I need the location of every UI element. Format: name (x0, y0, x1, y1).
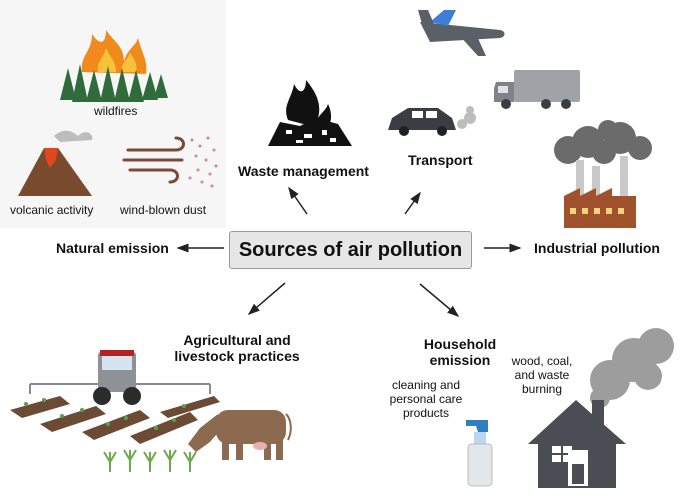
car-icon (388, 108, 456, 136)
label-wind-blown-dust: wind-blown dust (120, 203, 207, 217)
label-agricultural: Agricultural and livestock practices (168, 332, 306, 364)
fire-icon (81, 30, 147, 74)
label-waste-management: Waste management (238, 163, 369, 179)
arrow-transport (404, 191, 421, 215)
spray-bottle-icon (466, 420, 493, 487)
dust-particles (188, 136, 218, 188)
label-agricultural-line1: Agricultural and (183, 332, 291, 348)
label-transport: Transport (408, 152, 473, 168)
tractor-icon (29, 350, 211, 405)
exhaust-smoke (457, 106, 476, 129)
cow-icon (188, 410, 292, 460)
label-household-emission: Household emission (414, 336, 506, 368)
factory-icon (564, 156, 636, 228)
label-household-line2: emission (429, 352, 491, 368)
label-agricultural-line2: livestock practices (174, 348, 300, 364)
label-cleaning-products: cleaning and personal care products (388, 378, 464, 420)
label-cleaning-line3: products (402, 406, 450, 420)
seedlings (24, 398, 186, 430)
arrow-agricultural (247, 282, 286, 315)
smoke-cloud (590, 328, 674, 408)
label-cleaning-line1: cleaning and (391, 378, 461, 392)
arrow-household (419, 283, 460, 317)
crops-icon (103, 449, 197, 472)
label-burning-line2: and waste (514, 368, 570, 382)
volcano-icon (18, 130, 93, 196)
main-title: Sources of air pollution (229, 231, 472, 269)
label-volcanic-activity: volcanic activity (10, 203, 94, 217)
label-wood-coal-burning: wood, coal, and waste burning (504, 354, 580, 396)
wind-icon (122, 136, 185, 184)
label-burning-line3: burning (521, 382, 563, 396)
airplane-icon (418, 10, 505, 56)
tree-icon (60, 64, 168, 102)
label-industrial-pollution: Industrial pollution (534, 240, 660, 256)
waste-fire-icon (268, 80, 352, 146)
truck-icon (494, 70, 580, 109)
smoke-icon (554, 120, 652, 164)
label-natural-emission: Natural emission (56, 240, 169, 256)
label-wildfires: wildfires (94, 104, 138, 118)
field-icon (10, 396, 220, 444)
label-burning-line1: wood, coal, (511, 354, 573, 368)
label-household-line1: Household (423, 336, 497, 352)
arrow-waste (288, 186, 308, 215)
arrows (176, 186, 522, 317)
house-icon (528, 400, 626, 488)
label-cleaning-line2: personal care (389, 392, 463, 406)
